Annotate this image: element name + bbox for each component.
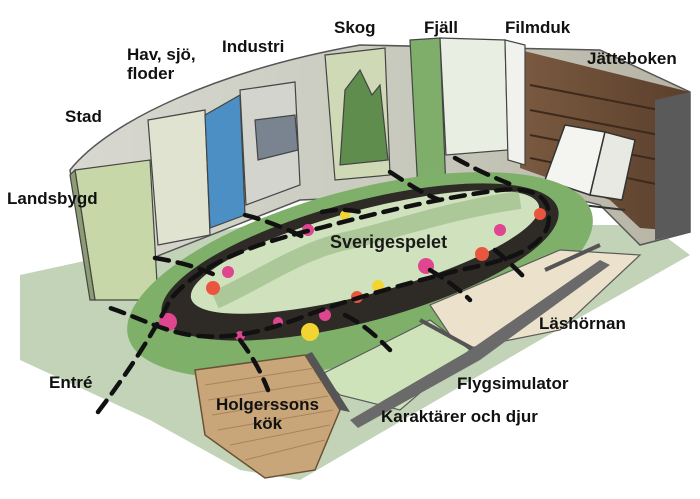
giant-book — [539, 124, 636, 211]
visitor-path-branch-8 — [492, 247, 528, 281]
divider-1 — [419, 318, 476, 352]
label-skog: Skog — [334, 18, 376, 37]
label-sverigespelet: Sverigespelet — [330, 232, 448, 252]
kitchen-planks — [204, 367, 334, 461]
front-wall — [350, 260, 610, 428]
visitor-path-branch-1 — [242, 212, 308, 241]
label-holgerssons-kok: Holgerssons kök — [216, 395, 319, 433]
visitor-path-branch-4 — [452, 155, 518, 189]
divider-2 — [544, 243, 601, 272]
label-stad: Stad — [65, 107, 102, 126]
label-holgerssons-line1: Holgerssons — [216, 395, 319, 414]
label-hav-line1: Hav, sjö, — [127, 45, 196, 64]
panel-hav — [204, 93, 246, 229]
label-filmduk: Filmduk — [505, 18, 571, 37]
label-hav: Hav, sjö, floder — [127, 45, 196, 83]
visitor-path-branch-6 — [342, 312, 393, 353]
label-hav-line2: floder — [127, 64, 175, 83]
visitor-path — [95, 155, 552, 415]
map-coast — [211, 191, 522, 309]
visitor-path-branch-5 — [237, 337, 271, 393]
label-jatteboken: Jätteboken — [587, 49, 677, 68]
theme-panels — [69, 37, 526, 301]
label-flygsimulator: Flygsimulator — [457, 374, 569, 393]
label-landsbygd: Landsbygd — [7, 189, 98, 208]
label-entre: Entré — [49, 373, 93, 392]
panel-stad — [147, 109, 211, 246]
panel-industri-stripe — [254, 114, 299, 161]
visitor-path-branch-9 — [319, 207, 368, 216]
label-lashornan: Läshörnan — [539, 314, 626, 333]
visitor-path-branch-3 — [387, 169, 443, 203]
label-holgerssons-line2: kök — [252, 414, 283, 433]
visitor-path-branch-2 — [152, 255, 218, 278]
outer-wall-right — [655, 92, 690, 240]
visitor-path-main — [95, 187, 552, 415]
kitchen-wall — [305, 352, 350, 412]
panel-landsbygd-side — [69, 168, 96, 301]
label-fjall: Fjäll — [424, 18, 459, 37]
label-industri: Industri — [222, 37, 285, 56]
panel-fjall-snow — [439, 37, 509, 156]
panel-filmduk — [504, 39, 526, 166]
label-karaktarer: Karaktärer och djur — [381, 407, 538, 426]
panel-skog-trees — [339, 68, 389, 166]
visitor-path-branch-7 — [427, 267, 473, 303]
